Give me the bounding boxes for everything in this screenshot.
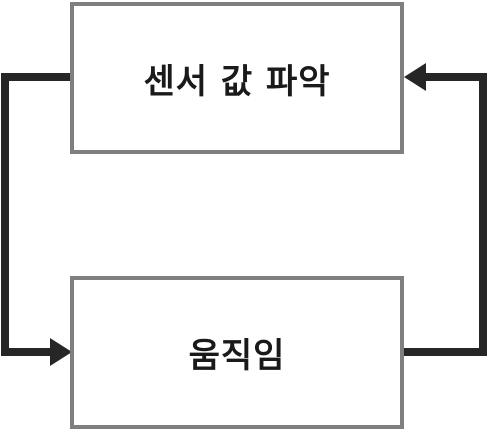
node-movement-label: 움직임 xyxy=(188,336,286,376)
node-sensor-reading: 센서 값 파악 xyxy=(70,2,404,154)
node-sensor-reading-label: 센서 값 파악 xyxy=(143,61,331,102)
edge-move-to-sense xyxy=(404,73,487,356)
arrowhead-into-move xyxy=(50,338,72,366)
node-movement: 움직임 xyxy=(70,276,404,429)
arrowhead-into-sense xyxy=(404,63,426,91)
edge-sense-to-move xyxy=(1,73,72,356)
